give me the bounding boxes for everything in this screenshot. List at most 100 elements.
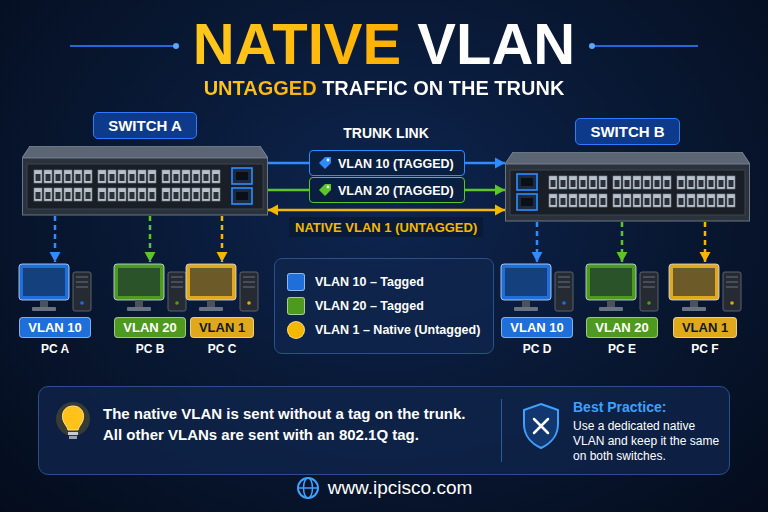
- pc-node: VLAN 20PC B: [110, 262, 190, 356]
- switch-port: [569, 194, 577, 207]
- computer-icon: [499, 262, 575, 312]
- switch-port-socket: [689, 180, 694, 187]
- legend-text: VLAN 10 – Tagged: [315, 275, 424, 289]
- switch-port-socket: [86, 192, 91, 199]
- switch-port: [54, 170, 62, 183]
- switch-port-socket: [561, 198, 566, 205]
- monitor-frame: [114, 264, 164, 300]
- edge-label: NATIVE VLAN 1 (UNTAGGED): [295, 220, 477, 235]
- divider: [501, 399, 502, 462]
- legend-row: VLAN 10 – Tagged: [287, 273, 481, 291]
- globe-outline: [298, 478, 318, 498]
- legend-text: VLAN 20 – Tagged: [315, 299, 424, 313]
- switch-port: [118, 170, 126, 183]
- switch-port: [599, 194, 607, 207]
- bulb-icon: [53, 401, 93, 449]
- switch-port: [182, 170, 190, 183]
- switch-port: [98, 188, 106, 201]
- uplink-socket: [521, 198, 533, 206]
- switch-port: [54, 188, 62, 201]
- switch-port-socket: [100, 174, 105, 181]
- switch-port-socket: [46, 174, 51, 181]
- tag-hole: [327, 159, 330, 162]
- switch-port: [182, 188, 190, 201]
- switch-port: [212, 170, 220, 183]
- tower-led: [647, 301, 651, 305]
- tower-slot: [643, 282, 655, 283]
- switch-port-socket: [184, 174, 189, 181]
- switch-label: SWITCH A: [93, 112, 197, 139]
- switch-port-socket: [689, 198, 694, 205]
- shield-cross: [534, 419, 548, 433]
- computer-icon: [584, 262, 660, 312]
- monitor-stand: [522, 300, 530, 307]
- monitor-frame: [186, 264, 236, 300]
- switch-port: [64, 188, 72, 201]
- arrowhead: [495, 185, 505, 196]
- arrowhead: [217, 252, 228, 262]
- switch-port-socket: [56, 174, 61, 181]
- switch-port: [108, 188, 116, 201]
- monitor-stand: [690, 300, 698, 307]
- switch-port-socket: [76, 192, 81, 199]
- monitor-screen: [673, 268, 715, 296]
- edge-label-pill: VLAN 20 (TAGGED): [309, 177, 465, 203]
- monitor-frame: [586, 264, 636, 300]
- bulb-base: [68, 432, 78, 435]
- shield-icon: [519, 401, 563, 451]
- switch-port: [633, 194, 641, 207]
- legend-swatch: [287, 297, 305, 315]
- switch-port-socket: [679, 180, 684, 187]
- tower-slot: [171, 287, 183, 288]
- switch-port-socket: [140, 192, 145, 199]
- uplink-socket: [521, 178, 533, 186]
- tag-icon: [318, 156, 332, 170]
- subtitle: UNTAGGED TRAFFIC ON THE TRUNK: [204, 76, 565, 100]
- uplink-socket: [236, 172, 248, 180]
- switch-port-socket: [76, 174, 81, 181]
- switch-front: [23, 158, 268, 215]
- title-rule: [592, 45, 698, 47]
- switch-port: [212, 188, 220, 201]
- info-band: The native VLAN is sent without a tag on…: [38, 386, 730, 475]
- switch-port-socket: [581, 180, 586, 187]
- trunk-link: [268, 209, 505, 212]
- monitor-frame: [669, 264, 719, 300]
- best-practice-heading: Best Practice:: [573, 399, 723, 415]
- switch-port: [549, 194, 557, 207]
- switch-port: [118, 188, 126, 201]
- vlan-badge: VLAN 1: [673, 317, 737, 338]
- switch-port: [643, 176, 651, 189]
- monitor-frame: [19, 264, 69, 300]
- switch-port: [172, 188, 180, 201]
- tower-slot: [726, 282, 738, 283]
- uplink-port: [517, 194, 537, 210]
- switch-port-socket: [174, 174, 179, 181]
- switch-port-socket: [709, 180, 714, 187]
- switch-port-socket: [571, 180, 576, 187]
- switch-port: [727, 176, 735, 189]
- switch-port: [697, 176, 705, 189]
- switch-port: [677, 176, 685, 189]
- arrowhead: [700, 252, 711, 262]
- computer-icon: [112, 262, 188, 312]
- switch-port: [687, 194, 695, 207]
- switch-port-socket: [140, 174, 145, 181]
- legend-box: VLAN 10 – TaggedVLAN 20 – TaggedVLAN 1 –…: [274, 258, 494, 354]
- monitor-screen: [505, 268, 547, 296]
- switch-port-socket: [645, 180, 650, 187]
- pc-node: VLAN 20PC E: [582, 262, 662, 356]
- switch-heading-row: SWITCH A: [22, 112, 268, 142]
- tower-slot: [726, 287, 738, 288]
- switch-port: [44, 188, 52, 201]
- tower-led: [80, 301, 84, 305]
- switch-port-socket: [66, 174, 71, 181]
- switch-panel: [510, 170, 745, 215]
- switch-port: [148, 170, 156, 183]
- note-text: The native VLAN is sent without a tag on…: [103, 403, 483, 445]
- switch-top: [22, 146, 268, 158]
- switch-port-socket: [36, 192, 41, 199]
- arrowhead: [495, 205, 505, 216]
- pc-node: VLAN 1PC F: [665, 262, 745, 356]
- switch-port: [44, 170, 52, 183]
